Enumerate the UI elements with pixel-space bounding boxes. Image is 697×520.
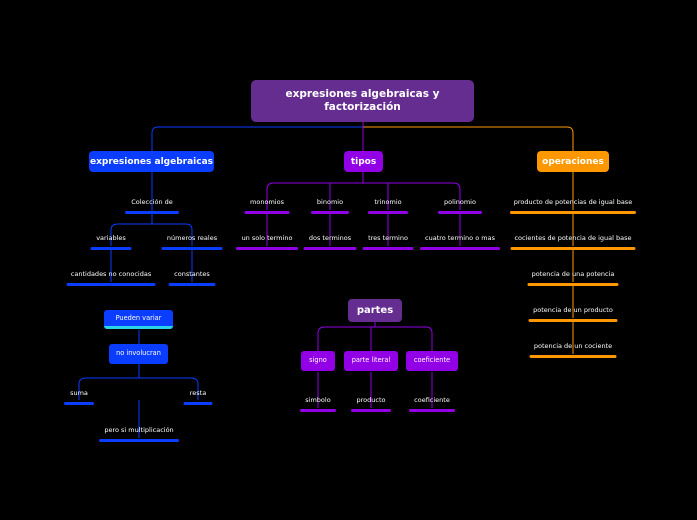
topic-underline bbox=[510, 211, 636, 214]
branch-tipos[interactable]: tipos bbox=[344, 151, 383, 172]
topic-label: trinomio bbox=[374, 198, 402, 206]
branch-expresiones-algebraicas[interactable]: expresiones algebraicas bbox=[89, 151, 214, 172]
topic-label: coeficiente bbox=[414, 396, 450, 404]
topic-polinomio[interactable]: polinomio bbox=[438, 198, 482, 214]
topic-label: potencia de un producto bbox=[533, 306, 613, 314]
topic-underline bbox=[244, 211, 290, 214]
topic-label: potencia de una potencia bbox=[531, 270, 615, 278]
topic-underline bbox=[303, 247, 357, 250]
topic-underline bbox=[300, 409, 336, 412]
topic-label: cocientes de potencia de igual base bbox=[514, 234, 632, 242]
topic-underline bbox=[161, 247, 223, 250]
topic-producto-de-potencias[interactable]: producto de potencias de igual base bbox=[510, 198, 636, 214]
topic-underline bbox=[66, 283, 156, 286]
topic-trinomio[interactable]: trinomio bbox=[368, 198, 408, 214]
topic-coleccion-de[interactable]: Colección de bbox=[125, 198, 179, 214]
topic-tres-termino[interactable]: tres termino bbox=[362, 234, 414, 250]
branch-operaciones[interactable]: operaciones bbox=[537, 151, 609, 172]
topic-label: potencia de un cociente bbox=[533, 342, 613, 350]
topic-potencia-de-una-potencia[interactable]: potencia de una potencia bbox=[527, 270, 619, 286]
topic-potencia-de-un-producto[interactable]: potencia de un producto bbox=[528, 306, 618, 322]
topic-underline bbox=[90, 247, 132, 250]
topic-underline bbox=[529, 355, 617, 358]
topic-underline bbox=[420, 247, 500, 250]
topic-underline bbox=[64, 402, 94, 405]
topic-constantes[interactable]: constantes bbox=[168, 270, 216, 286]
topic-underline bbox=[351, 409, 391, 412]
topic-dos-terminos[interactable]: dos terminos bbox=[303, 234, 357, 250]
topic-label: suma bbox=[70, 389, 88, 397]
topic-label: polinomio bbox=[444, 198, 476, 206]
topic-underline bbox=[362, 247, 414, 250]
topic-label: monomios bbox=[250, 198, 284, 206]
topic-underline bbox=[236, 247, 298, 250]
topic-label: producto bbox=[356, 396, 386, 404]
topic-label: binomio bbox=[316, 198, 344, 206]
topic-label: simbolo bbox=[305, 396, 331, 404]
topic-underline bbox=[528, 319, 618, 322]
topic-underline bbox=[510, 247, 636, 250]
topic-underline bbox=[168, 283, 216, 286]
topic-binomio[interactable]: binomio bbox=[311, 198, 349, 214]
root-topic-line2: factorización bbox=[324, 101, 401, 113]
topic-producto[interactable]: producto bbox=[351, 396, 391, 412]
topic-label: resta bbox=[189, 389, 207, 397]
topic-simbolo[interactable]: simbolo bbox=[300, 396, 336, 412]
topic-label: dos terminos bbox=[308, 234, 352, 242]
topic-label: variables bbox=[96, 234, 126, 242]
topic-cuatro-termino-o-mas[interactable]: cuatro termino o mas bbox=[420, 234, 500, 250]
topic-no-involucran[interactable]: no involucran bbox=[109, 344, 168, 364]
topic-un-solo-termino[interactable]: un solo termino bbox=[236, 234, 298, 250]
topic-label: constantes bbox=[174, 270, 210, 278]
topic-underline bbox=[409, 409, 455, 412]
topic-cocientes-de-potencia[interactable]: cocientes de potencia de igual base bbox=[510, 234, 636, 250]
topic-resta[interactable]: resta bbox=[183, 389, 213, 405]
topic-monomios[interactable]: monomios bbox=[244, 198, 290, 214]
topic-underline bbox=[125, 211, 179, 214]
topic-label: un solo termino bbox=[241, 234, 293, 242]
topic-underline bbox=[368, 211, 408, 214]
topic-suma[interactable]: suma bbox=[64, 389, 94, 405]
topic-label: tres termino bbox=[368, 234, 408, 242]
topic-underline bbox=[527, 283, 619, 286]
root-topic-line1: expresiones algebraicas y bbox=[285, 88, 440, 100]
topic-label: Colección de bbox=[131, 198, 173, 206]
topic-label: pero si multiplicación bbox=[104, 426, 174, 434]
topic-potencia-de-un-cociente[interactable]: potencia de un cociente bbox=[529, 342, 617, 358]
topic-partes[interactable]: partes bbox=[348, 299, 402, 322]
topic-pero-si-multiplicacion[interactable]: pero si multiplicación bbox=[99, 426, 179, 442]
topic-cantidades-no-conocidas[interactable]: cantidades no conocidas bbox=[66, 270, 156, 286]
topic-pueden-variar[interactable]: Pueden variar bbox=[104, 310, 173, 329]
topic-label: cuatro termino o mas bbox=[425, 234, 495, 242]
topic-variables[interactable]: variables bbox=[90, 234, 132, 250]
topic-coeficiente-leaf[interactable]: coeficiente bbox=[409, 396, 455, 412]
topic-underline bbox=[183, 402, 213, 405]
topic-coeficiente-box[interactable]: coeficiente bbox=[406, 351, 458, 371]
topic-underline bbox=[311, 211, 349, 214]
topic-label: cantidades no conocidas bbox=[70, 270, 152, 278]
topic-label: producto de potencias de igual base bbox=[513, 198, 633, 206]
topic-signo[interactable]: signo bbox=[301, 351, 335, 371]
topic-parte-literal[interactable]: parte literal bbox=[344, 351, 398, 371]
topic-underline bbox=[438, 211, 482, 214]
topic-label: números reales bbox=[166, 234, 218, 242]
topic-underline bbox=[99, 439, 179, 442]
root-topic[interactable]: expresiones algebraicas y factorización bbox=[251, 80, 474, 122]
topic-numeros-reales[interactable]: números reales bbox=[161, 234, 223, 250]
